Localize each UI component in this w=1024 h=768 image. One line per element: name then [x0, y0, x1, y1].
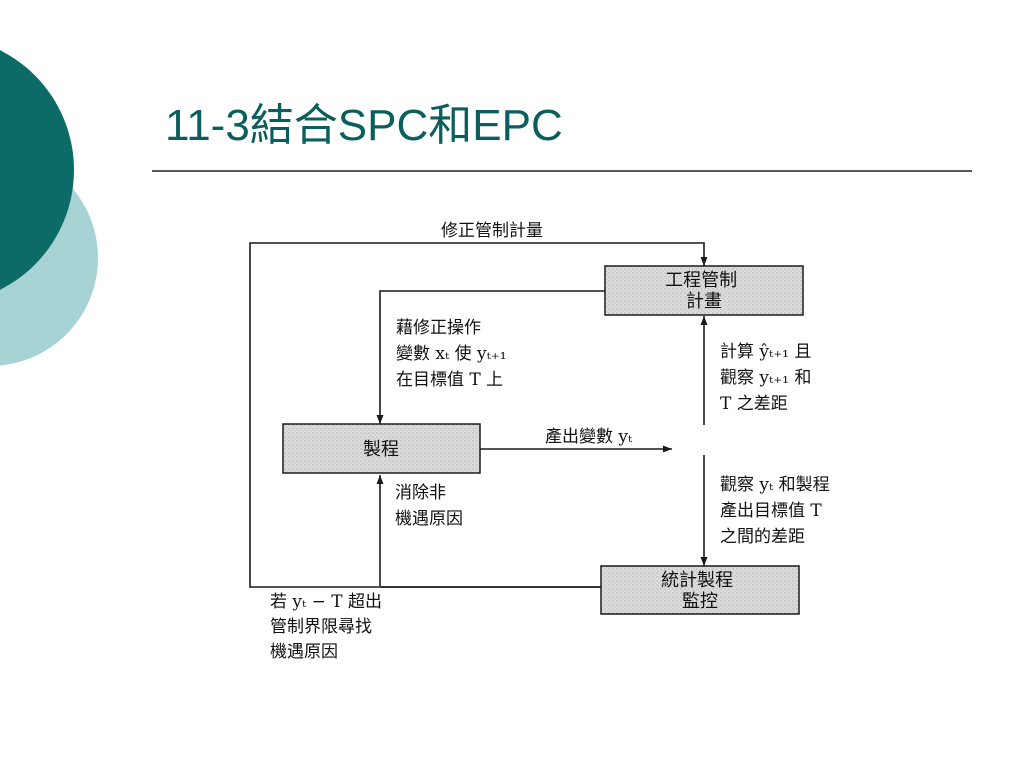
epc-plan-box-line-1: 工程管制 [665, 270, 737, 291]
eliminate-cause-label: 消除非 機遇原因 [395, 483, 463, 529]
compute-forecast-line-3: T 之差距 [720, 394, 788, 414]
adjust-input-arrow [376, 290, 607, 424]
search-cause-line-2: 管制界限尋找 [270, 617, 372, 637]
spc-monitor-box-label: 統計製程 監控 [661, 570, 739, 612]
compute-forecast-line-2: 觀察 yₜ₊₁ 和 [720, 368, 811, 388]
epc-plan-box: 工程管制 計畫 [604, 265, 804, 316]
compute-forecast-line-1: 計算 ŷₜ₊₁ 且 [720, 342, 811, 362]
observe-output-line-1: 觀察 yₜ 和製程 [720, 475, 830, 495]
slide-title: 11-3結合SPC和EPC [165, 101, 563, 150]
process-box-rect [282, 423, 481, 474]
spc-monitor-box-line-1: 統計製程 [661, 570, 733, 591]
dark-teal-circle [0, 50, 74, 290]
observe-output-label: 觀察 yₜ 和製程 產出目標值 T 之間的差距 [720, 475, 835, 547]
observe-output-line-3: 之間的差距 [720, 527, 805, 547]
process-box-line-1: 製程 [363, 439, 399, 460]
revise-measure-label: 修正管制計量 [441, 221, 543, 241]
output-variable-line-1: 產出變數 yₜ [545, 427, 633, 447]
spc-monitor-box-rect [600, 565, 800, 615]
eliminate-cause-line-1: 消除非 [395, 483, 446, 503]
revise-measure-line-1: 修正管制計量 [441, 221, 543, 241]
flow-lines [249, 242, 708, 588]
epc-plan-box-rect [604, 265, 804, 316]
epc-plan-box-label: 工程管制 計畫 [665, 270, 743, 312]
adjust-input-line-2: 變數 xₜ 使 yₜ₊₁ [396, 343, 507, 364]
observe-output-line-2: 產出目標值 T [720, 501, 822, 521]
output-variable-label: 產出變數 yₜ [545, 427, 633, 447]
compute-forecast-label: 計算 ŷₜ₊₁ 且 觀察 yₜ₊₁ 和 T 之差距 [720, 342, 817, 414]
spc-monitor-box: 統計製程 監控 [600, 565, 800, 615]
process-box-label: 製程 [363, 439, 399, 460]
decorative-circles [0, 50, 98, 366]
adjust-input-line-3: 在目標值 T 上 [396, 370, 503, 390]
eliminate-cause-line-2: 機遇原因 [395, 509, 463, 529]
process-box: 製程 [282, 423, 481, 474]
adjust-input-line-1: 藉修正操作 [396, 318, 481, 338]
search-cause-label: 若 yₜ − T 超出 管制界限尋找 機遇原因 [270, 592, 387, 662]
search-cause-line-3: 機遇原因 [270, 642, 338, 662]
search-cause-line-1: 若 yₜ − T 超出 [270, 592, 382, 612]
adjust-input-label: 藉修正操作 變數 xₜ 使 yₜ₊₁ 在目標值 T 上 [396, 318, 512, 390]
spc-monitor-box-line-2: 監控 [682, 591, 718, 612]
epc-plan-box-line-2: 計畫 [686, 291, 722, 312]
